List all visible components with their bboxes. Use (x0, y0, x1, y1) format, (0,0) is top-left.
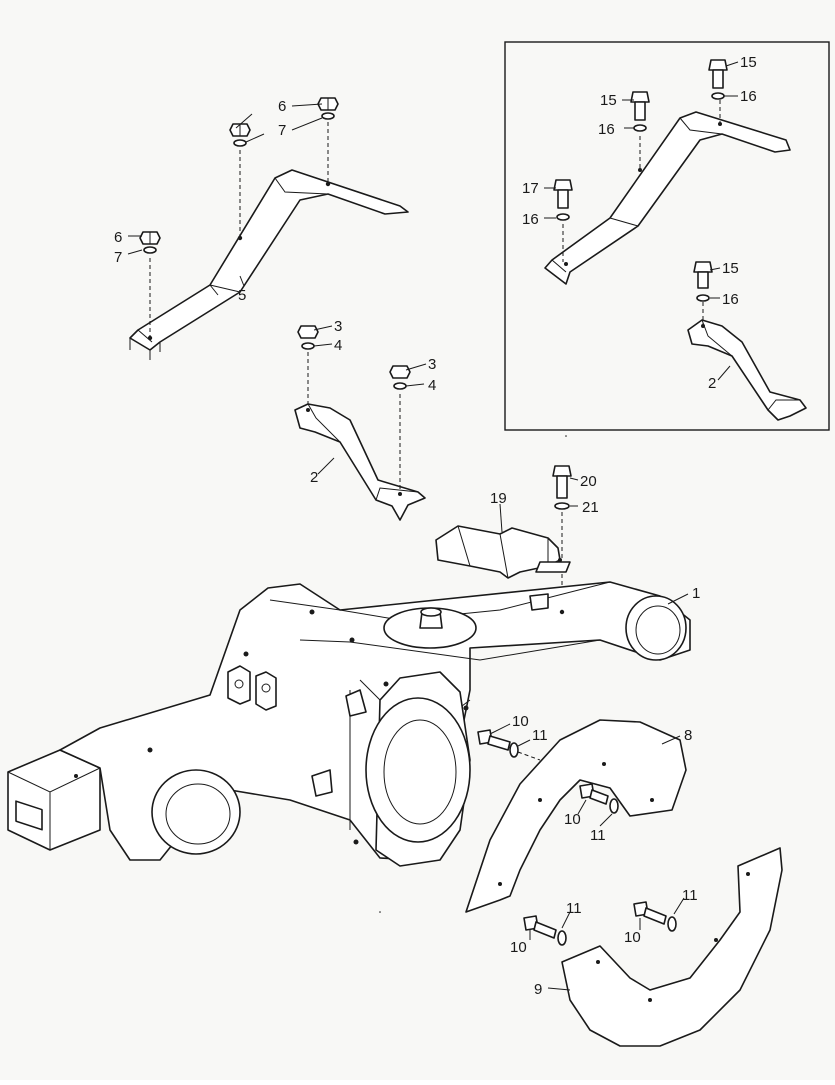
leader-lines (127, 61, 739, 991)
nut-6-left (139, 231, 161, 245)
bracket-short-part-2 (294, 352, 426, 521)
callout-11-lower-right: 11 (682, 887, 698, 904)
washer-11-upper (509, 742, 519, 758)
bolt-10-shield (579, 783, 609, 805)
shield-part-8 (465, 719, 687, 913)
callout-4-left: 4 (334, 337, 342, 354)
callout-20: 20 (580, 473, 597, 490)
callout-11-lower-left: 11 (566, 900, 582, 917)
bracket-long-part-5 (129, 122, 409, 360)
callout-21: 21 (582, 499, 599, 516)
washer-7-top-right (321, 112, 335, 120)
washer-16-inset-left (556, 213, 570, 221)
callout-9: 9 (534, 981, 542, 998)
callout-16-inset-low: 16 (722, 291, 739, 308)
washer-4-right (393, 382, 407, 390)
washer-11-lower-left (557, 930, 567, 946)
washer-16-inset-low (696, 294, 710, 302)
washer-11-lower-right (667, 916, 677, 932)
callout-15-inset-top: 15 (740, 54, 757, 71)
callout-16-inset-top: 16 (740, 88, 757, 105)
bolt-10-lower-right (633, 901, 667, 925)
nut-3-right (389, 365, 411, 379)
callout-3-left: 3 (334, 318, 342, 335)
callout-15-inset-low: 15 (722, 260, 739, 277)
callout-15-inset-mid: 15 (600, 92, 617, 109)
callout-19: 19 (490, 490, 507, 507)
callout-16-inset-left: 16 (522, 211, 539, 228)
inset-frame (504, 41, 830, 431)
callout-2-inset: 2 (708, 375, 716, 392)
bolt-10-lower-left (523, 915, 557, 939)
callout-10-lower-right: 10 (624, 929, 641, 946)
main-housing-part-1 (7, 581, 691, 867)
callout-7-top: 7 (278, 122, 286, 139)
callout-8: 8 (684, 727, 692, 744)
washer-21 (554, 502, 570, 510)
callout-4-right: 4 (428, 377, 436, 394)
callout-6-top: 6 (278, 98, 286, 115)
washer-7-top-left (233, 139, 247, 147)
callout-6-left: 6 (114, 229, 122, 246)
callout-10-lower-left: 10 (510, 939, 527, 956)
nut-3-left (297, 325, 319, 339)
callout-17: 17 (522, 180, 539, 197)
callout-2-middle: 2 (310, 469, 318, 486)
bolt-17-inset (553, 179, 573, 209)
callout-16-inset-mid: 16 (598, 121, 615, 138)
bolt-20 (552, 465, 572, 499)
callout-3-right: 3 (428, 356, 436, 373)
bolt-15-inset-low (693, 261, 713, 289)
callout-11-upper: 11 (532, 727, 548, 744)
cover-bracket-part-19 (435, 512, 571, 612)
callout-7-left: 7 (114, 249, 122, 266)
inset-bracket-long (544, 100, 791, 285)
washer-7-left (143, 246, 157, 254)
bolt-15-inset-top (708, 59, 728, 89)
washer-11-shield (609, 798, 619, 814)
callout-11-shield: 11 (590, 827, 606, 844)
bolt-15-inset-mid (630, 91, 650, 121)
callout-10-shield: 10 (564, 811, 581, 828)
washer-4-left (301, 342, 315, 350)
callout-1: 1 (692, 585, 700, 602)
nut-6-top-left (229, 123, 251, 137)
washer-16-inset-top (711, 92, 725, 100)
callout-10-upper: 10 (512, 713, 529, 730)
lower-shield-part-9 (561, 847, 783, 1047)
callout-5: 5 (238, 287, 246, 304)
bolt-10-upper (477, 729, 511, 751)
inset-bracket-short (687, 302, 807, 421)
washer-16-inset-mid (633, 124, 647, 132)
